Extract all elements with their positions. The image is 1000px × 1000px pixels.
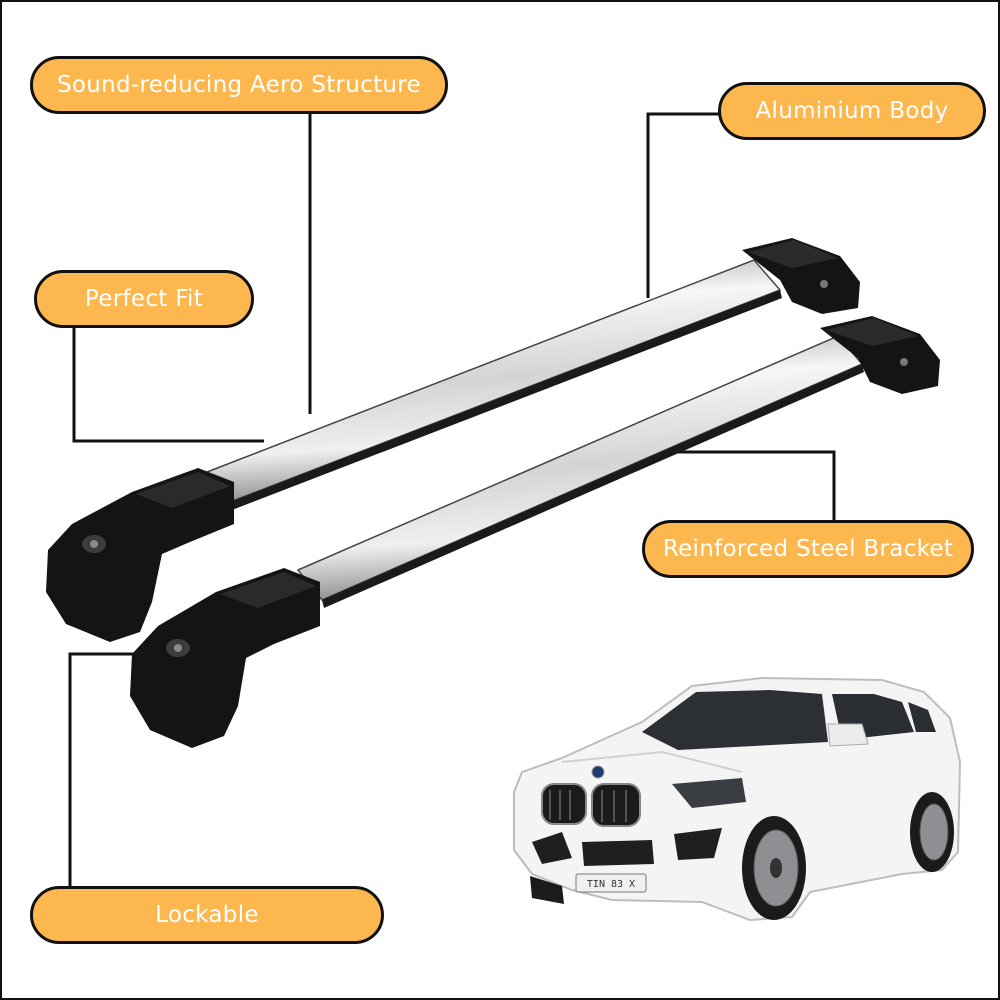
front-left-foot	[130, 568, 320, 748]
license-plate-text: TIN 83 X	[587, 879, 635, 890]
lockable-leader-line	[68, 652, 136, 888]
aluminium-leader-line	[646, 112, 720, 298]
front-wheel	[742, 816, 806, 920]
aluminium-body-label: Aluminium Body	[718, 82, 986, 140]
reinforced-steel-label: Reinforced Steel Bracket	[642, 520, 974, 578]
perfect-fit-label: Perfect Fit	[34, 270, 254, 328]
steel-leader-line	[657, 450, 836, 522]
kidney-grille	[541, 783, 641, 827]
rear-wheel	[910, 792, 954, 872]
lockable-label: Lockable	[30, 886, 384, 944]
rear-right-foot	[742, 238, 860, 314]
front-right-foot	[820, 316, 940, 394]
sound-reducing-label: Sound-reducing Aero Structure	[30, 56, 448, 114]
fit-leader-line	[72, 328, 264, 443]
rear-left-foot	[46, 468, 234, 642]
brand-logo	[591, 765, 605, 779]
license-plate	[575, 873, 647, 893]
car-body: TIN 83 X	[513, 676, 962, 922]
left-front-tire	[530, 876, 564, 904]
